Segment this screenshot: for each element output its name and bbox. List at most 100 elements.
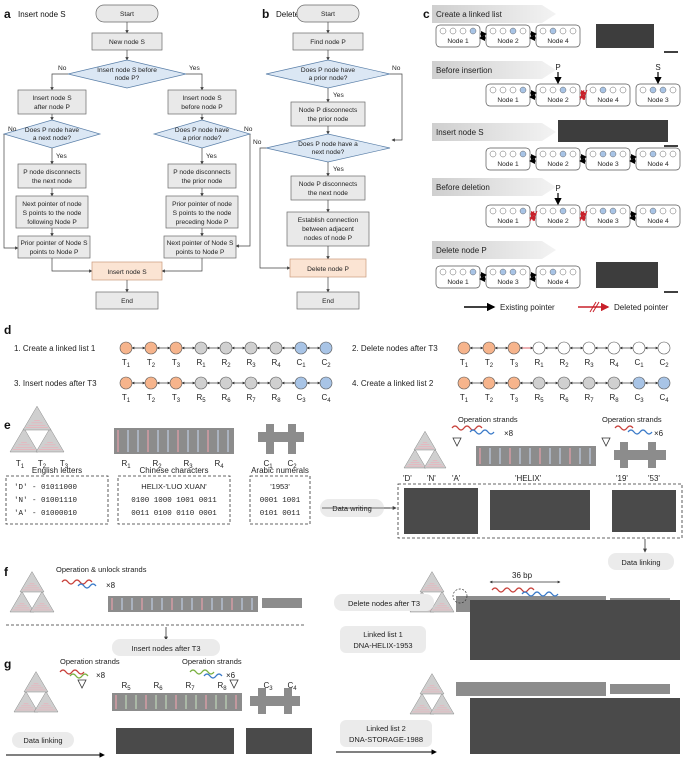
b-q1-no: No: [392, 65, 401, 72]
b-q1-l2: a prior node?: [309, 75, 348, 82]
panel-a-label: a: [4, 7, 11, 21]
d-node-label: C2: [321, 358, 331, 369]
d-node-label: R8: [271, 393, 281, 404]
b-q2-no: No: [253, 139, 262, 146]
c-step-create: Create a linked list: [436, 10, 503, 19]
c-step-delete: Delete node P: [436, 246, 487, 255]
a-q2-left: [2, 119, 102, 149]
g-right-tri-3: [419, 673, 445, 695]
c-step-insert: Insert node S: [436, 128, 484, 137]
b-s1: [290, 101, 366, 127]
b-s3-l3: nodes of node P: [304, 235, 353, 242]
a-l4-l2: points to Node P: [30, 249, 79, 256]
c-r4-node2-bit: [559, 207, 567, 215]
c-r4-node4-bit: [649, 207, 657, 215]
c-r2-node4-bit: [599, 86, 607, 94]
d-node: [319, 376, 333, 390]
f-ll1-0: Linked list 1: [363, 630, 403, 639]
b-s3: [286, 211, 370, 247]
c-r5-node4-bit: [569, 268, 577, 276]
d-node-label: R8: [609, 393, 619, 404]
d-node: [244, 341, 258, 355]
c-r3-node2-bit: [549, 150, 557, 158]
d-node: [219, 341, 233, 355]
e-x6: ×6: [654, 429, 664, 438]
b-s3-l2: between adjacent: [302, 226, 354, 233]
d-node-label: T3: [172, 393, 181, 404]
e-right-rect: [476, 446, 596, 466]
a-q1-yes: Yes: [189, 65, 200, 72]
b-start-label: Start: [321, 11, 335, 18]
c-r3-node4-bit: [659, 150, 667, 158]
c-r4-node4-label: Node 4: [647, 218, 669, 225]
d-node: [144, 341, 158, 355]
c-step-delete-banner: [432, 241, 556, 259]
c-r1-node2-bit: [509, 27, 517, 35]
d-node-label: R4: [271, 358, 281, 369]
d-node-label: R7: [246, 393, 256, 404]
a-end-label: End: [121, 298, 133, 305]
g-x6: ×6: [226, 671, 236, 680]
a-r2-l1: P node disconnects: [173, 169, 231, 176]
c-r5-node3-bit: [509, 268, 517, 276]
g-tri-1: [13, 691, 39, 713]
a-start-label: Start: [120, 11, 134, 18]
c-r2-node3-bit: [639, 86, 647, 94]
c-r3-node2-bit: [559, 150, 567, 158]
d-node: [582, 376, 596, 390]
d-node: [194, 341, 208, 355]
d-node-label: R5: [196, 393, 206, 404]
d-node: [194, 376, 208, 390]
c-r4-node3-bit: [589, 207, 597, 215]
d-node-label: R7: [584, 393, 594, 404]
c-r2-node1-bit: [489, 86, 497, 94]
c-r1-node2-bit: [489, 27, 497, 35]
c-r2-node1-bit: [509, 86, 517, 94]
e-english-0: 'D' - 01011000: [14, 484, 78, 492]
g-c-label: C3: [263, 681, 273, 692]
e-link-tri-2: [429, 591, 455, 613]
a-r3-l3: preceding Node P: [176, 219, 229, 226]
c-r4-node2-bit: [539, 207, 547, 215]
c-r4-node3-bit: [619, 207, 627, 215]
e-arabic-1: 0001 1001: [260, 497, 301, 505]
g-tri-2: [33, 691, 59, 713]
g-r-label: R7: [185, 681, 195, 692]
c-r1-node1-bit: [439, 27, 447, 35]
c-r5-node1-label: Node 1: [447, 279, 469, 286]
c-r1-node2-bit: [519, 27, 527, 35]
d-node-label: R1: [196, 358, 206, 369]
c-r2-node4-bit: [589, 86, 597, 94]
c-r1-node1-label: Node 1: [447, 38, 469, 45]
c-r3-node2-bit: [539, 150, 547, 158]
d-node: [557, 376, 571, 390]
c-r4-node1-bit: [519, 207, 527, 215]
b-s2-l1: Node P disconnects: [299, 181, 358, 188]
c-r1-node1-bit: [469, 27, 477, 35]
d-node-label: C1: [634, 358, 644, 369]
e-data-linking-pill: [608, 553, 674, 570]
c-r4-node1-bit: [509, 207, 517, 215]
f-tri-2: [29, 591, 55, 613]
e-chinese-title: Chinese characters: [140, 466, 209, 475]
b-s1-l1: Node P disconnects: [299, 107, 358, 114]
a-new-node-label: New node S: [109, 39, 146, 46]
a-q1-l2: node P?: [115, 75, 140, 82]
g-right-cross: [610, 684, 670, 694]
d-node: [169, 341, 183, 355]
d-node-label: T2: [147, 358, 156, 369]
b-end: [296, 291, 360, 310]
d-node: [657, 341, 671, 355]
d-node: [319, 341, 333, 355]
g-em-image: [470, 698, 680, 754]
d-node: [482, 341, 496, 355]
g-down-arrow-2: [229, 679, 239, 689]
d-node-label: T3: [510, 358, 519, 369]
g-em-left: [116, 728, 234, 754]
d-node: [632, 376, 646, 390]
a-q2l-no: No: [8, 126, 17, 133]
d-list-title: 1. Create a linked list 1: [14, 344, 96, 353]
c-r1-node1-bit: [449, 27, 457, 35]
c-r5-node4-bit: [549, 268, 557, 276]
a-l2-l1: P node disconnects: [23, 169, 81, 176]
